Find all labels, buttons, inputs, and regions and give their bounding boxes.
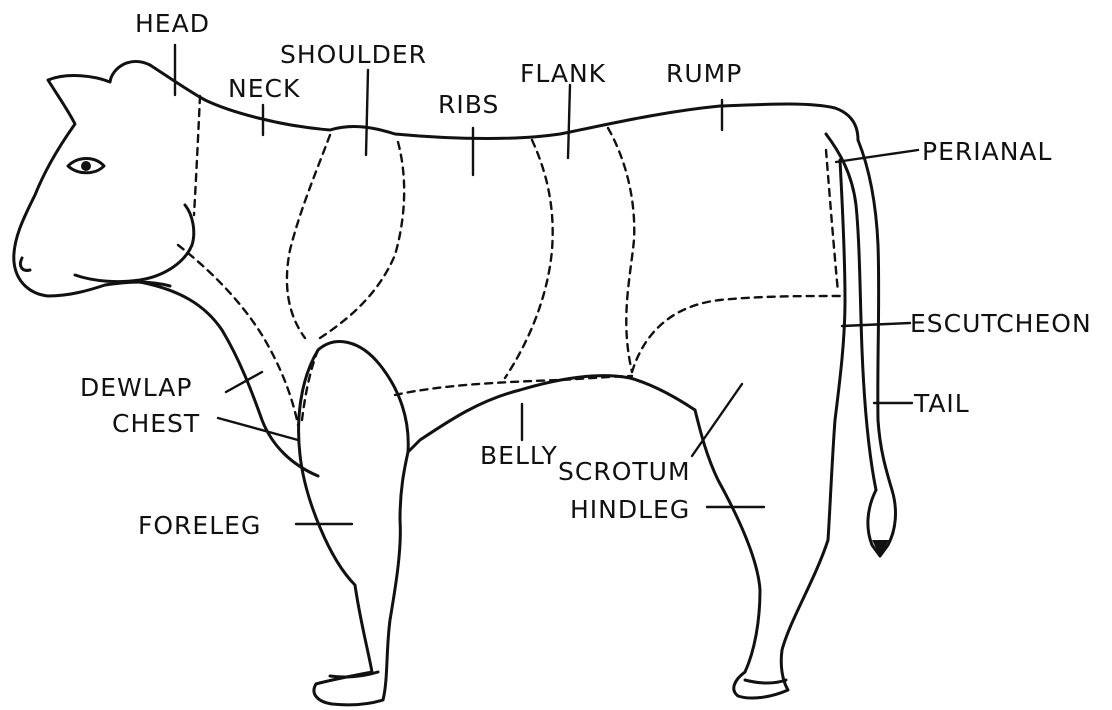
region-labels: HEAD NECK SHOULDER RIBS FLANK RUMP PERIA… [80, 9, 1092, 540]
chest-leader [218, 418, 298, 440]
head-neck-boundary [194, 96, 200, 215]
escutcheon-front-boundary [826, 150, 838, 292]
hind-hoof [745, 680, 786, 683]
label-rump: RUMP [666, 59, 742, 88]
stifle-boundary [632, 296, 842, 372]
flank-leader [568, 85, 570, 158]
tail-outline-back [858, 140, 892, 490]
label-perianal: PERIANAL [922, 137, 1052, 166]
escutcheon-leader [842, 323, 910, 326]
label-scrotum: SCROTUM [558, 457, 691, 486]
shoulder-leader [366, 70, 368, 155]
label-head: HEAD [135, 9, 210, 38]
head-outline [14, 61, 170, 296]
scrotum-leader [692, 384, 742, 456]
label-chest: CHEST [112, 409, 200, 438]
label-foreleg: FORELEG [138, 511, 261, 540]
shoulder-front-boundary [287, 135, 330, 338]
region-boundaries [178, 96, 842, 425]
label-hindleg: HINDLEG [570, 495, 690, 524]
flank-rump-boundary [608, 128, 634, 372]
shoulder-rear-boundary [320, 142, 404, 338]
nostril [20, 258, 30, 270]
perianal-leader [836, 150, 918, 162]
label-dewlap: DEWLAP [80, 373, 192, 402]
ribs-flank-boundary [505, 140, 553, 378]
label-flank: FLANK [520, 59, 606, 88]
hindleg-outline [695, 410, 828, 698]
cheek-line [75, 205, 194, 282]
eye-pupil [81, 161, 91, 171]
label-belly: BELLY [480, 441, 558, 470]
label-ribs: RIBS [438, 90, 499, 119]
label-neck: NECK [228, 74, 300, 103]
label-shoulder: SHOULDER [280, 40, 427, 69]
neck-throat-boundary [178, 245, 298, 425]
label-escutcheon: ESCUTCHEON [910, 309, 1092, 338]
label-tail: TAIL [913, 389, 970, 418]
